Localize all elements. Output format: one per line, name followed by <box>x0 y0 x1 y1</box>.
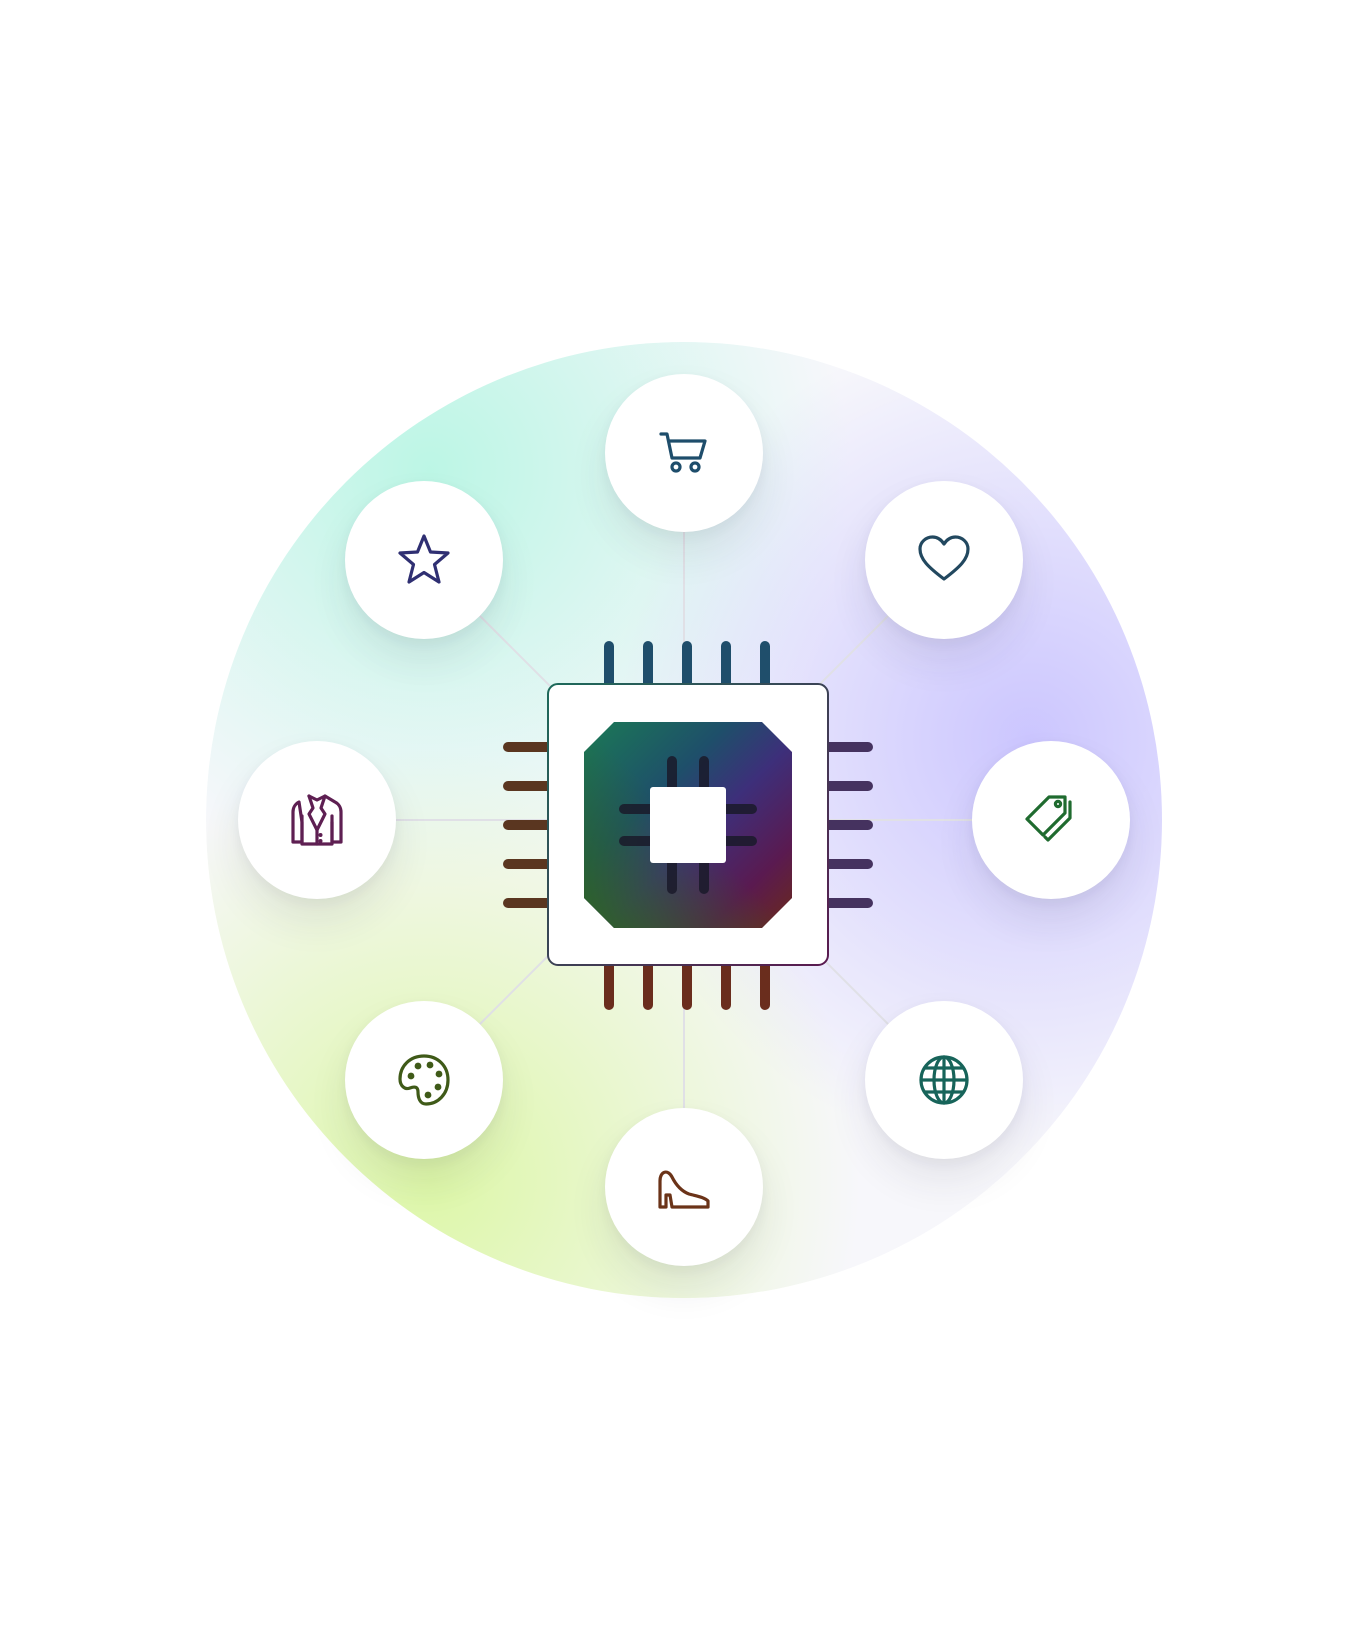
node-price-tags[interactable] <box>972 741 1130 899</box>
paint-palette-icon <box>398 1053 451 1106</box>
high-heel-shoe-icon <box>658 1170 710 1209</box>
heart-icon <box>917 535 970 582</box>
blazer-jacket-icon <box>291 794 343 846</box>
node-paint-palette[interactable] <box>345 1000 504 1159</box>
star-icon <box>398 534 451 585</box>
cpu-chip-icon <box>503 641 873 1010</box>
node-globe[interactable] <box>864 1000 1023 1159</box>
shopping-cart-icon <box>659 432 707 473</box>
price-tags-icon <box>1025 795 1072 842</box>
node-blazer-jacket[interactable] <box>238 741 396 899</box>
node-heart[interactable] <box>864 481 1023 640</box>
globe-icon <box>918 1054 969 1105</box>
node-high-heel-shoe[interactable] <box>605 1108 763 1266</box>
node-shopping-cart[interactable] <box>605 374 763 532</box>
node-star[interactable] <box>345 481 504 640</box>
